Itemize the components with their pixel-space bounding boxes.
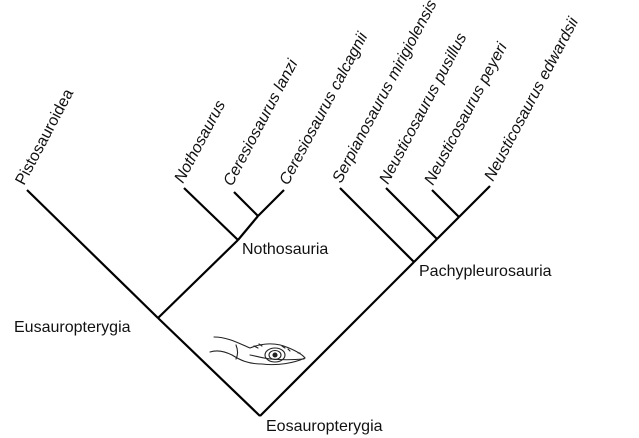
branch-neusticosaurus-inner: [437, 217, 459, 239]
taxon-label-nothosaurus: Nothosaurus: [172, 98, 230, 186]
clade-label-eosauropterygia: Eosauropterygia: [266, 418, 383, 435]
branch-nothosaurus: [184, 188, 238, 240]
branch-serpianosaurus: [340, 188, 414, 262]
taxon-labels: Pistosauroidea Nothosaurus Ceresiosaurus…: [13, 0, 583, 189]
branch-nothosauria-stem: [158, 240, 238, 318]
branch-ceresiosaurus-lanzi: [234, 192, 258, 216]
branch-ceresiosaurus-calcagnii: [258, 190, 284, 216]
taxon-label-neusticosaurus-edwardsii: Neusticosaurus edwardsii: [482, 15, 583, 184]
cladogram-branches: [27, 186, 490, 416]
branch-neusticosaurus-edwardsii: [459, 186, 490, 217]
branch-neusticosaurus-pusillus: [386, 188, 437, 239]
clade-label-nothosauria: Nothosauria: [242, 241, 328, 258]
taxon-label-neusticosaurus-pusillus: Neusticosaurus pusillus: [377, 30, 471, 186]
taxon-label-ceresiosaurus-calcagnii: Ceresiosaurus calcagnii: [277, 30, 372, 188]
branch-neusticosaurus-peyeri: [432, 190, 459, 217]
clade-label-eusauropterygia: Eusauropterygia: [14, 319, 131, 336]
clade-labels: Nothosauria Pachypleurosauria Eusauropte…: [14, 241, 552, 435]
branch-ceresiosaurus-clade: [238, 216, 258, 240]
branch-neusticosaurus-clade: [414, 239, 437, 262]
branch-pistosauroidea: [27, 190, 158, 318]
branch-pachypleurosauria-stem: [260, 262, 414, 416]
taxon-label-pistosauroidea: Pistosauroidea: [13, 86, 78, 188]
branch-eusauropterygia-stem: [158, 318, 260, 416]
lizard-head-icon: [210, 337, 305, 365]
clade-label-pachypleurosauria: Pachypleurosauria: [419, 263, 552, 280]
